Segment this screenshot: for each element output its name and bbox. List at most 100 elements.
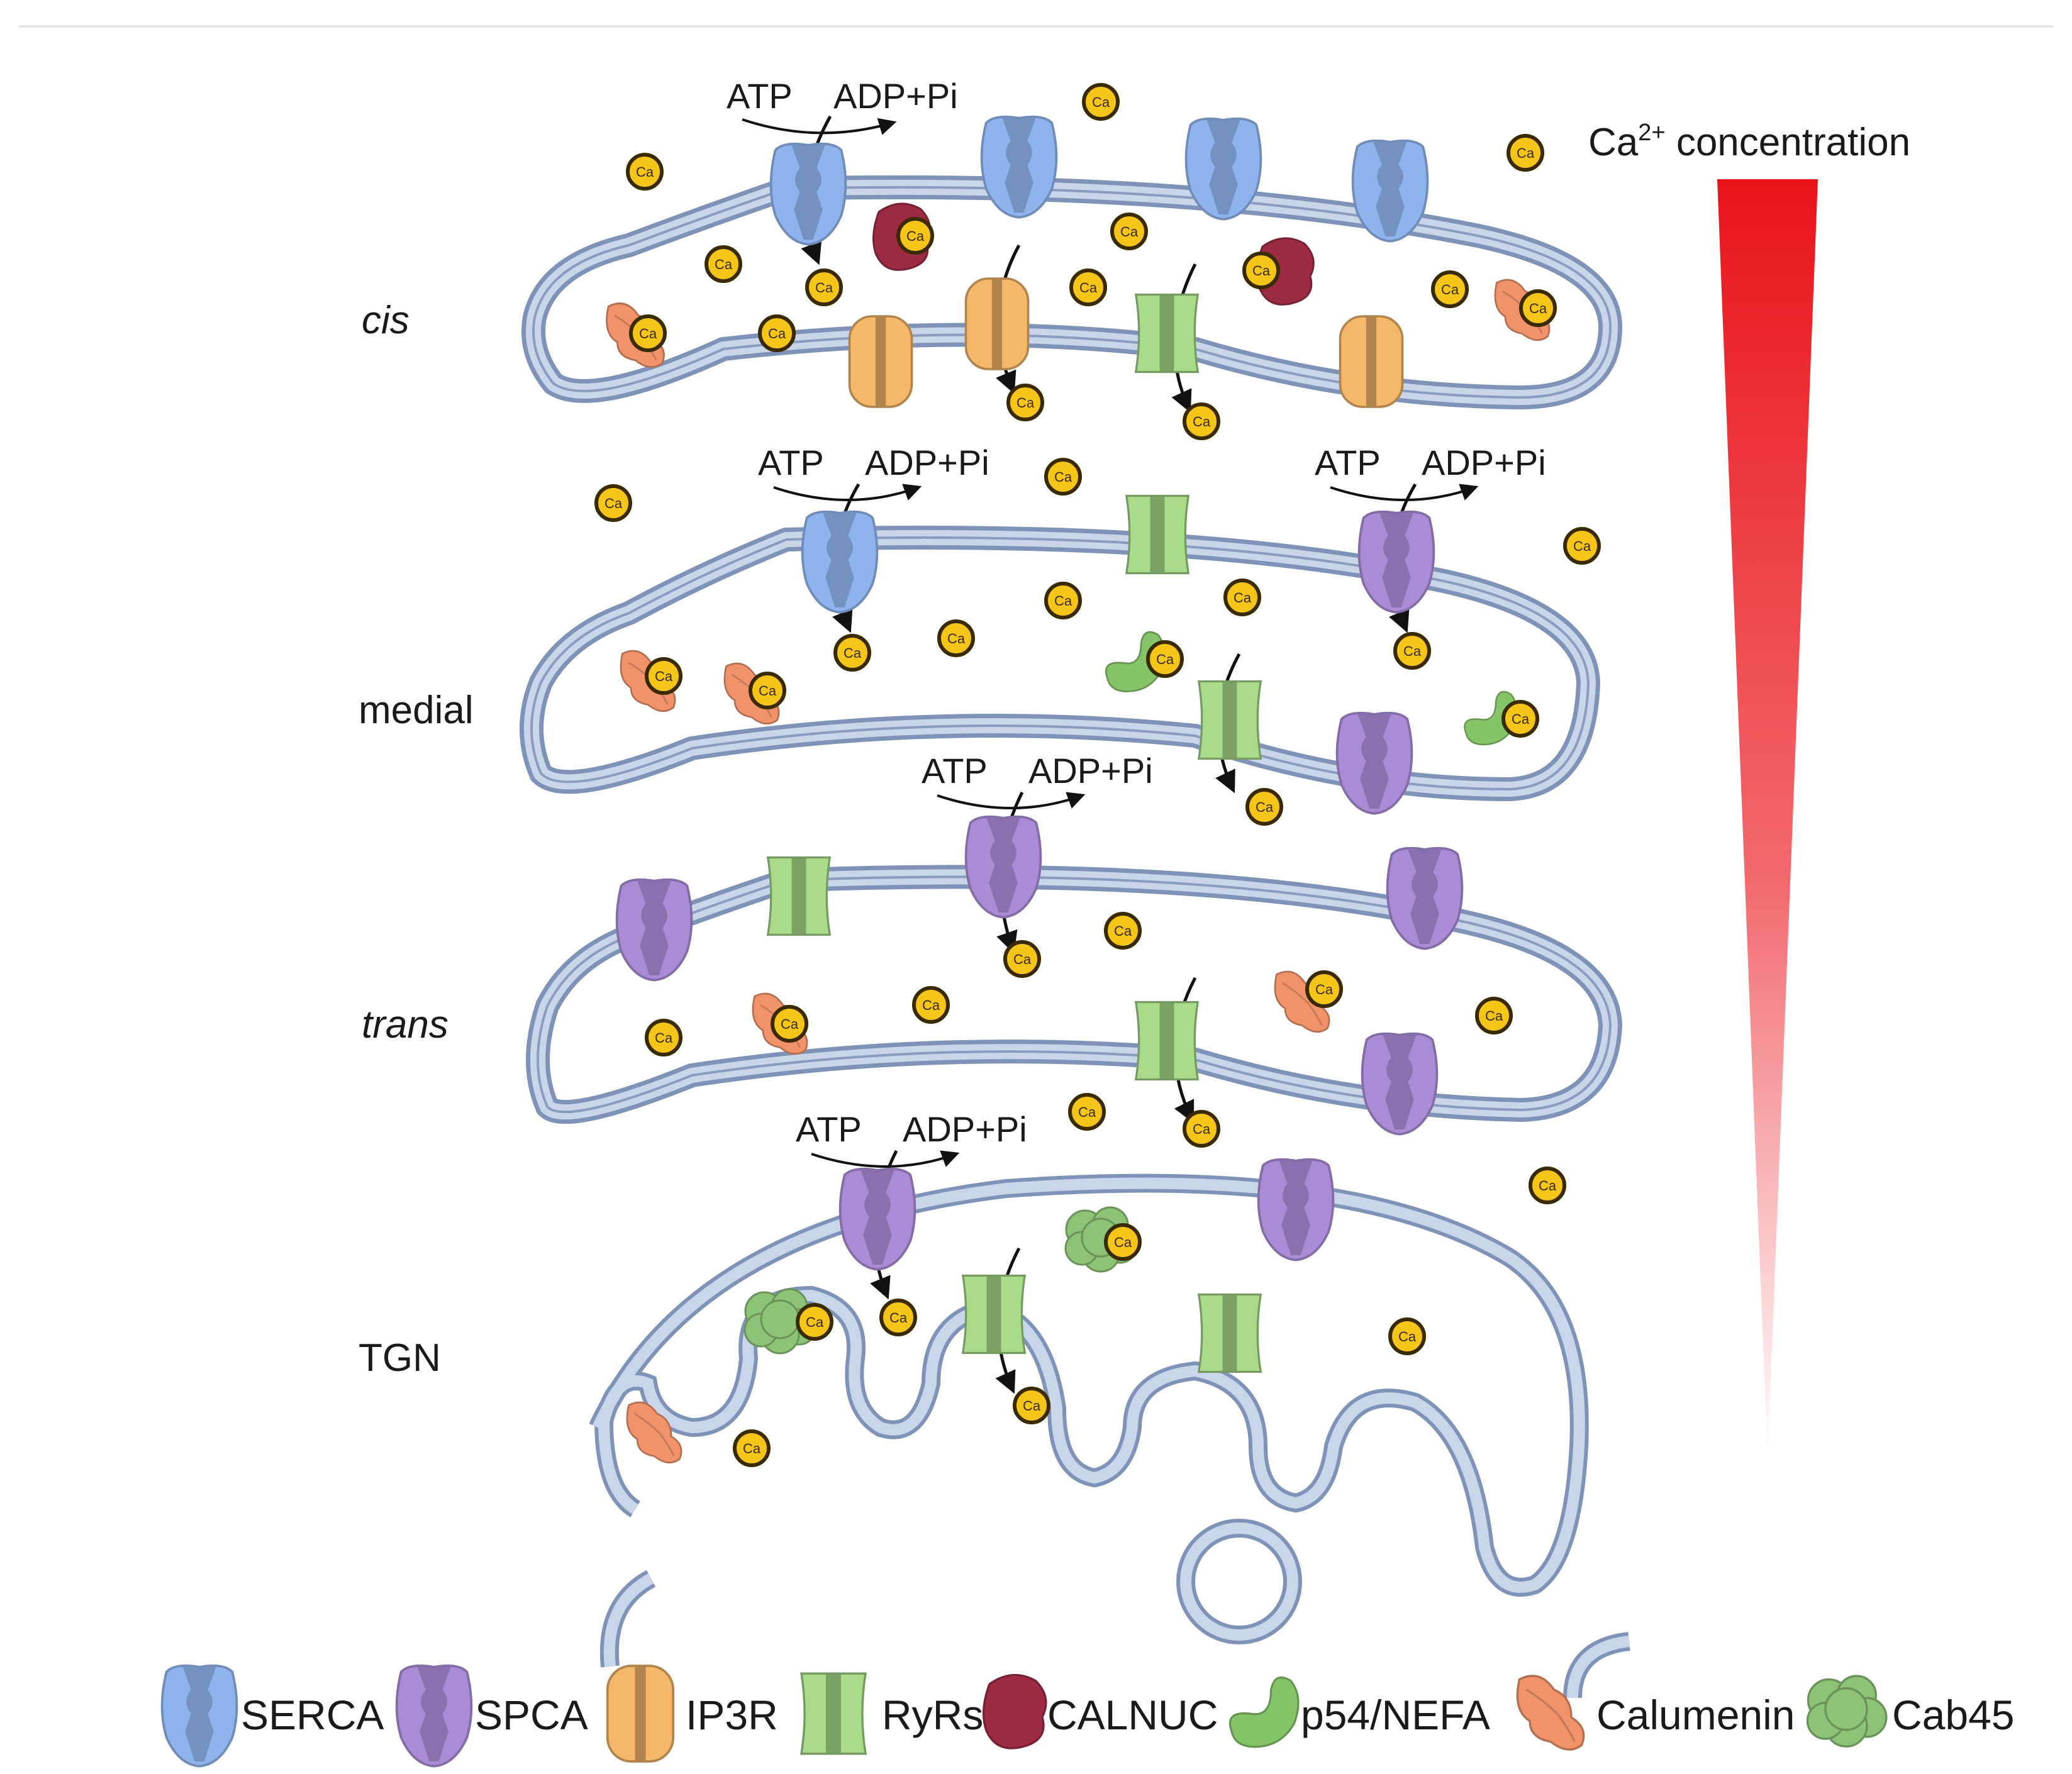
calcium-ion: Ca	[1044, 582, 1082, 619]
calcium-ion: Ca	[1245, 788, 1283, 826]
serca-pump	[980, 115, 1058, 219]
legend-item-calumenin: Calumenin	[1516, 1675, 1795, 1751]
calcium-ion-label: Ca	[1078, 1104, 1096, 1120]
calcium-ion-label: Ca	[636, 164, 654, 180]
legend-item-cab45: Cab45	[1806, 1675, 2015, 1748]
calcium-ion: Ca	[645, 1019, 682, 1056]
svg-text:p54/NEFA: p54/NEFA	[1301, 1692, 1490, 1738]
legend: SERCA SPCA IP3R RyRs CALNUC p54/NEFA Cal…	[160, 1664, 2015, 1768]
svg-text:ATP: ATP	[727, 76, 793, 116]
legend-item-ip3r: IP3R	[606, 1665, 778, 1763]
svg-text:Cab45: Cab45	[1892, 1692, 2015, 1738]
calcium-ion-label: Ca	[1023, 1398, 1041, 1414]
calcium-ion: Ca	[1006, 384, 1044, 421]
calcium-ion-label: Ca	[768, 326, 786, 341]
calcium-ion-label: Ca	[1156, 651, 1174, 667]
calcium-ion-label: Ca	[743, 1441, 761, 1456]
calcium-ion: Ca	[1563, 527, 1601, 565]
calcium-ion-label: Ca	[1193, 1121, 1211, 1137]
calcium-ion-label: Ca	[655, 668, 673, 684]
p54-protein	[1464, 690, 1518, 746]
calcium-ion: Ca	[796, 1303, 833, 1341]
serca-pump	[1184, 117, 1262, 221]
svg-text:CALNUC: CALNUC	[1047, 1692, 1218, 1738]
calcium-ion-label: Ca	[1398, 1329, 1417, 1344]
label-trans: trans	[362, 1003, 448, 1046]
spca-pump	[395, 1664, 473, 1768]
serca-pump	[769, 142, 847, 246]
calcium-ion-label: Ca	[781, 1016, 799, 1032]
calcium-ion-label: Ca	[715, 257, 733, 272]
calcium-ion: Ca	[1475, 997, 1513, 1034]
calcium-ion-label: Ca	[1054, 593, 1072, 609]
concentration-label: Ca2+ concentration	[1588, 119, 1910, 164]
svg-text:ATP: ATP	[922, 751, 988, 790]
svg-text:ADP+Pi: ADP+Pi	[865, 443, 989, 482]
calcium-ion-label: Ca	[1315, 982, 1334, 997]
calcium-ion-label: Ca	[639, 326, 657, 341]
ryr-channel	[766, 856, 832, 936]
legend-item-spca: SPCA	[395, 1664, 588, 1768]
svg-text:ATP: ATP	[796, 1109, 862, 1149]
calcium-ion: Ca	[626, 153, 664, 191]
p54-protein	[1105, 631, 1166, 692]
svg-text:ADP+Pi: ADP+Pi	[833, 76, 958, 116]
ryr-channel	[961, 1274, 1027, 1355]
calcium-ion-label: Ca	[1529, 301, 1547, 316]
calcium-ion-label: Ca	[1256, 799, 1274, 815]
label-tgn: TGN	[359, 1336, 441, 1380]
calcium-ion: Ca	[1003, 940, 1041, 978]
calcium-ion-label: Ca	[1193, 414, 1211, 430]
spca-pump	[1257, 1158, 1335, 1261]
legend-item-p54: p54/NEFA	[1228, 1677, 1490, 1748]
calcium-ion-label: Ca	[906, 228, 925, 244]
calcium-ion-label: Ca	[889, 1310, 908, 1326]
calcium-ion-label: Ca	[1114, 923, 1132, 939]
label-medial: medial	[359, 689, 474, 732]
legend-item-serca: SERCA	[160, 1664, 384, 1768]
svg-text:Calumenin: Calumenin	[1596, 1692, 1795, 1738]
calcium-ion: Ca	[758, 314, 796, 352]
calcium-ion: Ca	[594, 484, 632, 522]
calcium-ion: Ca	[1501, 700, 1539, 738]
calcium-ion-label: Ca	[604, 496, 623, 511]
calcium-ion: Ca	[749, 672, 786, 709]
calcium-ion-label: Ca	[1485, 1008, 1503, 1024]
calcium-ion: Ca	[833, 634, 871, 672]
calcium-ion-label: Ca	[1079, 280, 1098, 296]
reaction-tgn-spca: ATP ADP+Pi	[796, 1109, 1027, 1300]
calcium-ion: Ca	[1431, 270, 1469, 308]
calcium-ion-label: Ca	[1234, 590, 1252, 606]
ryr-channel	[1134, 293, 1200, 374]
calcium-ion: Ca	[705, 245, 742, 283]
calcium-ion-label: Ca	[759, 683, 777, 699]
calcium-ion-label: Ca	[655, 1030, 673, 1046]
calcium-ion: Ca	[805, 269, 843, 306]
legend-item-ryrs: RyRs	[800, 1672, 983, 1755]
spca-pump	[1386, 846, 1464, 950]
calcium-ion: Ca	[1104, 912, 1142, 950]
ryr-channel	[1125, 494, 1190, 575]
spca-pump	[964, 815, 1042, 919]
calcium-ion: Ca	[937, 619, 975, 657]
ip3r-channel	[848, 315, 913, 408]
calcium-ion: Ca	[912, 986, 950, 1024]
calcium-ion-label: Ca	[806, 1314, 824, 1330]
ryr-channel	[800, 1672, 867, 1755]
svg-text:SERCA: SERCA	[241, 1692, 384, 1738]
calcium-ion: Ca	[645, 657, 682, 695]
calcium-ion: Ca	[896, 217, 934, 255]
calcium-ion-label: Ca	[1252, 263, 1271, 279]
calcium-ion: Ca	[879, 1299, 917, 1336]
svg-text:SPCA: SPCA	[475, 1692, 588, 1738]
calcium-ion: Ca	[733, 1429, 771, 1467]
serca-pump	[1351, 139, 1429, 243]
calcium-ion: Ca	[1104, 1223, 1142, 1261]
calcium-ion-label: Ca	[922, 997, 940, 1013]
svg-text:ATP: ATP	[758, 443, 824, 482]
cab45-protein	[1806, 1675, 1888, 1748]
spca-pump	[1357, 510, 1435, 614]
label-cis: cis	[362, 299, 409, 342]
calcium-ion: Ca	[771, 1005, 808, 1043]
spca-pump	[1335, 711, 1413, 815]
